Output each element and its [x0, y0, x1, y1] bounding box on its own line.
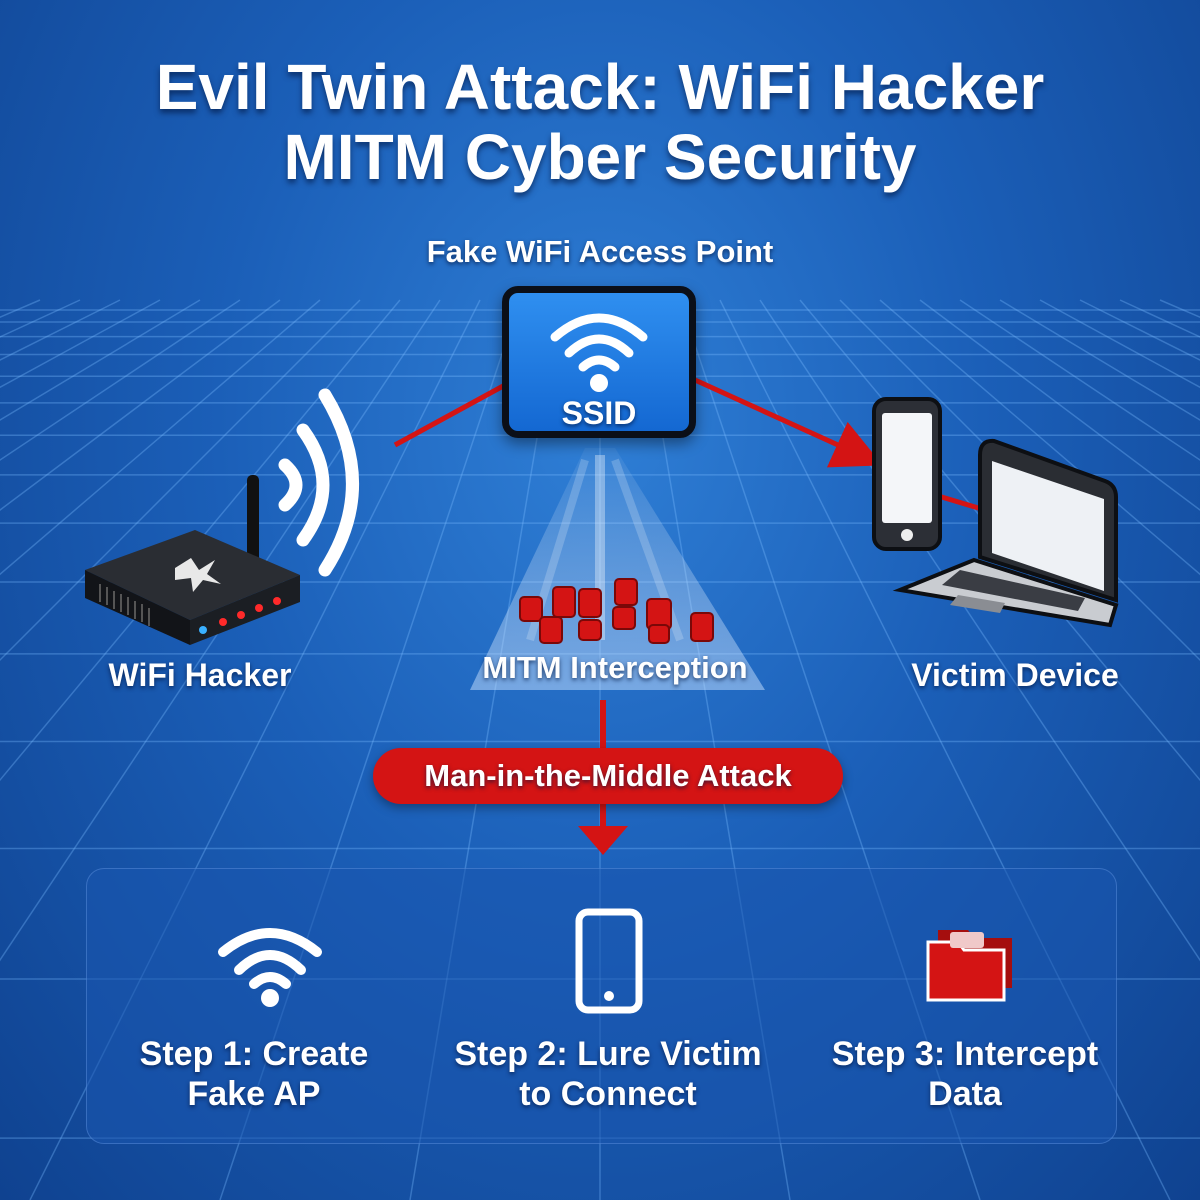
step-3-label: Step 3: Intercept Data: [795, 1034, 1135, 1114]
step-1-line-2: Fake AP: [187, 1075, 321, 1113]
step-1-label: Step 1: Create Fake AP: [84, 1034, 424, 1114]
title-line-1: Evil Twin Attack: WiFi Hacker: [155, 51, 1045, 123]
page-title: Evil Twin Attack: WiFi Hacker MITM Cyber…: [0, 52, 1200, 192]
step-2-line-1: Step 2: Lure Victim: [454, 1035, 762, 1073]
grid-line: [0, 299, 321, 576]
step-1-line-1: Step 1: Create: [139, 1035, 369, 1073]
hacker-router: [85, 388, 359, 645]
hacker-logo-icon: [175, 558, 221, 592]
smartphone-icon: [575, 908, 643, 1014]
step-2-line-2: to Connect: [519, 1075, 697, 1113]
victim-devices: [872, 397, 1119, 628]
data-folder-icon: [926, 930, 1012, 1002]
smartphone-icon: [872, 397, 942, 551]
signal-waves-icon: [278, 388, 359, 577]
victim-label: Victim Device: [911, 657, 1119, 693]
attack-banner: Man-in-the-Middle Attack: [373, 748, 843, 804]
intercepted-packets-icon: [519, 578, 714, 644]
phone-to-laptop-line: [934, 492, 986, 513]
grid-line: [0, 299, 401, 782]
router-body: [85, 530, 300, 645]
step-2-label: Step 2: Lure Victim to Connect: [438, 1034, 778, 1114]
wifi-icon: [550, 313, 648, 392]
grid-line: [0, 299, 361, 662]
step-3-line-1: Step 3: Intercept: [831, 1035, 1099, 1073]
ap-to-victim-arrow: [693, 377, 883, 468]
hacker-to-ap-line: [393, 382, 507, 448]
step-3-line-2: Data: [928, 1075, 1002, 1113]
ssid-label: SSID: [561, 395, 637, 431]
wifi-icon: [218, 928, 322, 1007]
access-point-title: Fake WiFi Access Point: [426, 234, 774, 269]
fake-access-point: SSID: [502, 286, 696, 438]
mitm-label: MITM Interception: [482, 650, 748, 685]
antenna: [247, 475, 259, 565]
grid-line: [879, 299, 1200, 576]
grid-line: [919, 299, 1200, 511]
grid-line: [0, 299, 241, 461]
laptop-icon: [892, 438, 1119, 628]
down-arrow-head: [578, 826, 628, 855]
grid-line: [0, 299, 281, 511]
grid-line: [959, 299, 1200, 461]
attack-banner-text: Man-in-the-Middle Attack: [424, 758, 792, 793]
hacker-label: WiFi Hacker: [108, 657, 292, 693]
title-line-2: MITM Cyber Security: [283, 121, 917, 193]
grid-line: [0, 299, 441, 962]
